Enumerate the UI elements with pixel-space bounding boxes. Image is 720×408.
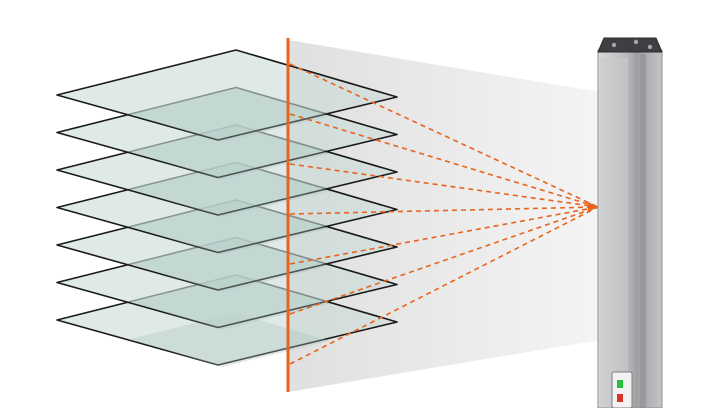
light-beam xyxy=(289,63,599,208)
sensor-edge-stripe xyxy=(640,54,646,408)
light-beam xyxy=(289,206,599,265)
light-beam xyxy=(289,163,599,208)
light-beam xyxy=(289,206,599,215)
sensor-cap xyxy=(597,37,663,53)
glass-sheet-reflection xyxy=(130,275,330,330)
indicator-red-led xyxy=(617,394,623,402)
beam-convergence-arrow-icon xyxy=(588,202,598,212)
glass-sheet-reflection xyxy=(130,200,330,255)
sensor-cap-screw-icon xyxy=(611,42,617,48)
glass-sheet-reflection xyxy=(130,238,330,292)
indicator-panel xyxy=(611,371,633,408)
light-curtain-sensor-icon xyxy=(597,37,663,408)
glass-sheet-reflection xyxy=(130,88,330,142)
sensor-cap-screw-icon xyxy=(633,39,639,45)
glass-sheet-reflection xyxy=(130,125,330,180)
beam-fan xyxy=(289,63,599,365)
sensor-cap-screw-icon xyxy=(647,44,653,50)
glass-sheet-reflection xyxy=(130,313,330,367)
light-beam xyxy=(289,206,599,365)
indicator-green-led xyxy=(617,380,623,388)
glass-sheet xyxy=(56,49,398,141)
glass-sheet-stack xyxy=(56,49,398,367)
glass-sheet-reflection xyxy=(130,163,330,217)
sensor-window xyxy=(600,58,628,406)
light-beam xyxy=(289,206,599,315)
